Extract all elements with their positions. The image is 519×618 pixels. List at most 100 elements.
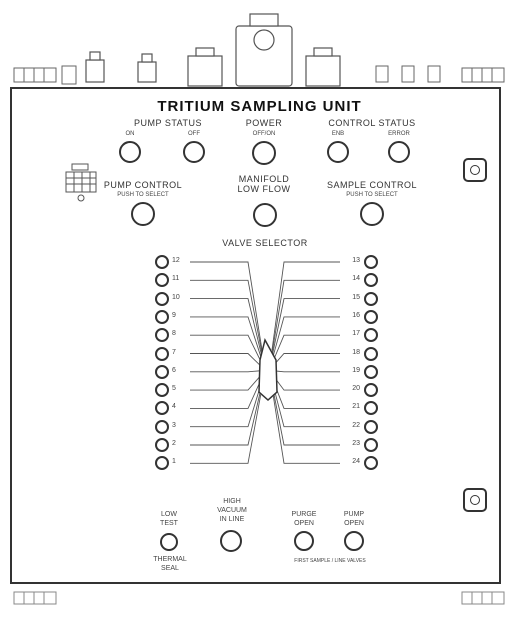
valve-10-indicator[interactable] <box>155 291 169 306</box>
valve-5-indicator[interactable] <box>155 383 169 398</box>
valve-13-number: 13 <box>352 257 360 264</box>
manifold-sub-label: LOW FLOW <box>237 184 291 194</box>
power-switch[interactable] <box>252 141 276 165</box>
top-connectors <box>13 13 505 87</box>
valve-8-indicator[interactable] <box>155 328 169 343</box>
top-fitting-2 <box>137 53 157 83</box>
side-button-upper[interactable] <box>463 158 487 182</box>
valve-23-number: 23 <box>352 440 360 447</box>
valve-19-wire <box>271 370 340 373</box>
valve-18-number: 18 <box>352 348 360 356</box>
high-vacuum-indicator[interactable] <box>220 530 242 552</box>
valve-20-indicator[interactable] <box>364 383 378 398</box>
valve-12-number: 12 <box>172 257 180 264</box>
valve-3-wire <box>190 380 263 428</box>
pump-status-label: PUMP STATUS <box>133 118 202 128</box>
low-test-label-2: TEST <box>160 520 178 527</box>
valve-20-wire <box>271 373 340 391</box>
valve-4-number: 4 <box>172 403 176 411</box>
control-panel <box>10 87 501 584</box>
valve-23-indicator[interactable] <box>364 438 378 452</box>
valve-17-number: 17 <box>352 330 360 338</box>
high-vacuum-label-1: HIGH <box>223 498 241 505</box>
control-status-error-label: ERROR <box>388 131 410 137</box>
valve-21-indicator[interactable] <box>364 401 378 416</box>
side-button-lower[interactable] <box>463 488 487 512</box>
valve-7-number: 7 <box>172 348 176 356</box>
valve-selector-label: VALVE SELECTOR <box>222 238 308 248</box>
low-test-label-1: LOW <box>161 511 177 518</box>
valve-11-indicator[interactable] <box>155 273 169 288</box>
valve-17-indicator[interactable] <box>364 328 378 343</box>
valve-1-indicator[interactable] <box>155 456 169 471</box>
valve-9-indicator[interactable] <box>155 309 169 324</box>
valve-12-wire <box>190 261 263 351</box>
valve-19-indicator[interactable] <box>364 364 378 379</box>
valve-18-indicator[interactable] <box>364 346 378 361</box>
valve-24-number: 24 <box>352 458 360 466</box>
valve-22-number: 22 <box>352 421 360 429</box>
top-canister-right <box>305 47 341 87</box>
valve-11-number: 11 <box>172 275 180 283</box>
valve-4-wire <box>190 377 263 409</box>
valve-17-wire <box>271 334 340 364</box>
bottom-footer-label: FIRST SAMPLE / LINE VALVES <box>294 558 366 564</box>
valve-23-wire <box>271 384 340 446</box>
high-vacuum-label-2: VACUUM <box>217 507 247 514</box>
valve-10-wire <box>190 298 263 357</box>
valve-15-indicator[interactable] <box>364 291 378 306</box>
pump-control-sub-label: PUSH TO SELECT <box>117 192 169 198</box>
valve-22-indicator[interactable] <box>364 419 378 434</box>
purge-open-indicator[interactable] <box>294 531 314 551</box>
valve-15-wire <box>271 298 340 357</box>
pump-status-off-label: OFF <box>188 131 200 137</box>
valve-2-indicator[interactable] <box>155 438 169 452</box>
pump-control-button[interactable] <box>131 202 155 226</box>
top-canister-center <box>235 13 293 87</box>
valve-14-indicator[interactable] <box>364 273 378 288</box>
thermal-seal-label-2: SEAL <box>161 565 179 572</box>
control-status-error-indicator[interactable] <box>388 141 410 163</box>
top-fitting-1 <box>85 51 105 83</box>
high-vacuum-label-3: IN LINE <box>219 516 245 523</box>
purge-open-label-1: PURGE <box>291 511 317 518</box>
valve-22-wire <box>271 380 340 428</box>
valve-8-number: 8 <box>172 330 176 338</box>
control-status-enb-label: ENB <box>331 131 345 137</box>
valve-13-indicator[interactable] <box>364 255 378 269</box>
valve-4-indicator[interactable] <box>155 401 169 416</box>
valve-16-indicator[interactable] <box>364 309 378 324</box>
valve-10-number: 10 <box>172 293 180 301</box>
top-fitting-3 <box>375 65 441 83</box>
manifold-low-flow-indicator[interactable] <box>253 203 277 227</box>
valve-3-number: 3 <box>172 421 176 429</box>
sample-control-label: SAMPLE CONTROL <box>326 180 418 190</box>
thermal-seal-label-1: THERMAL <box>153 556 187 563</box>
low-test-indicator[interactable] <box>160 533 178 551</box>
valve-9-wire <box>190 316 263 361</box>
valve-11-wire <box>190 279 263 354</box>
control-status-enb-indicator[interactable] <box>327 141 349 163</box>
pump-status-off-indicator[interactable] <box>183 141 205 163</box>
valve-14-wire <box>271 279 340 354</box>
bottom-terminals <box>13 591 505 605</box>
valve-20-number: 20 <box>352 385 360 393</box>
pump-status-on-indicator[interactable] <box>119 141 141 163</box>
sample-control-sub-label: PUSH TO SELECT <box>346 192 398 198</box>
power-label: POWER <box>245 118 283 128</box>
valve-2-wire <box>190 384 263 446</box>
purge-open-label-2: OPEN <box>294 520 314 527</box>
valve-12-indicator[interactable] <box>155 255 169 269</box>
valve-3-indicator[interactable] <box>155 419 169 434</box>
sample-control-button[interactable] <box>360 202 384 226</box>
valve-24-indicator[interactable] <box>364 456 378 471</box>
valve-5-number: 5 <box>172 385 176 393</box>
valve-14-number: 14 <box>352 275 360 283</box>
valve-1-number: 1 <box>172 458 176 466</box>
valve-19-number: 19 <box>352 366 360 374</box>
valve-7-indicator[interactable] <box>155 346 169 361</box>
power-sub-label: OFF/ON <box>252 131 276 137</box>
valve-6-indicator[interactable] <box>155 364 169 379</box>
pump-open-indicator[interactable] <box>344 531 364 551</box>
